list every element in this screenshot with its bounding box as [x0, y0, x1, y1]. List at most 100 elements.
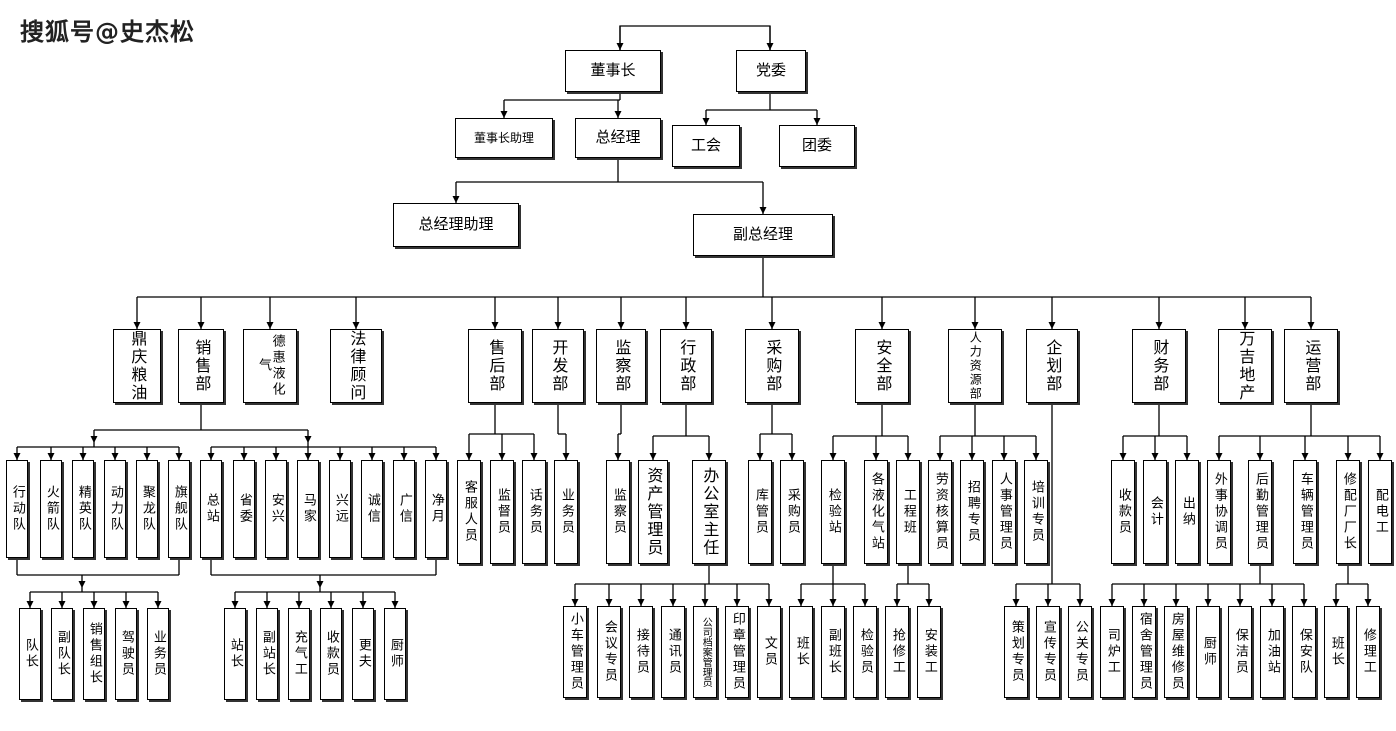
org-node-label: 董事长助理	[473, 130, 534, 145]
org-node-label: 行政部	[677, 339, 697, 393]
org-node-label: 监察部	[612, 339, 632, 393]
arrowhead	[1268, 599, 1276, 606]
org-node-o-xiaoche: 小车管理员	[563, 606, 587, 698]
org-node-label: 行动队	[9, 485, 25, 533]
arrowhead	[765, 599, 773, 606]
org-node-label: 劳资核算员	[932, 472, 948, 552]
org-node-g-anzhuang: 安装工	[917, 606, 941, 698]
org-node-hr-renshi: 人事管理员	[992, 460, 1016, 564]
org-node-label: 各液化气站	[868, 472, 884, 552]
org-node-dehui: 德惠液化气	[243, 329, 297, 403]
arrowhead	[1301, 453, 1309, 460]
org-node-p-xuanchuan: 宣传专员	[1036, 606, 1060, 698]
arrowhead	[1151, 453, 1159, 460]
org-node-s-xingyuan: 兴远	[329, 460, 351, 558]
arrowhead	[705, 453, 713, 460]
arrowhead	[872, 453, 880, 460]
org-node-s-anxing: 安兴	[265, 460, 287, 558]
org-node-t-fuduizhang: 副队长	[51, 608, 73, 700]
arrowhead	[1215, 453, 1223, 460]
arrowhead	[649, 453, 657, 460]
org-node-label: 诚信	[364, 493, 380, 525]
org-node-label: 充气工	[291, 630, 307, 678]
org-node-label: 旗舰队	[171, 485, 187, 533]
org-node-o-yinzhang: 印章管理员	[725, 606, 749, 698]
org-node-party: 党委	[736, 50, 806, 92]
arrowhead	[605, 599, 613, 606]
org-node-label: 配电工	[1372, 488, 1388, 536]
arrowhead	[316, 581, 324, 588]
org-node-label: 总经理助理	[418, 215, 494, 234]
org-node-supervision: 监察部	[596, 329, 646, 403]
org-node-hr-peixun: 培训专员	[1024, 460, 1048, 564]
org-node-j-banzhang: 班长	[789, 606, 813, 698]
arrowhead	[58, 601, 66, 608]
arrowhead	[759, 207, 767, 214]
arrowhead	[756, 453, 764, 460]
org-node-st-zhanzhang: 站长	[224, 608, 246, 700]
org-node-label: 检验站	[825, 488, 841, 536]
org-node-label: 接待员	[633, 628, 649, 676]
arrowhead	[733, 599, 741, 606]
org-node-label: 人事管理员	[996, 472, 1012, 552]
arrowhead	[1044, 599, 1052, 606]
org-node-ops-xiupei: 修配厂厂长	[1336, 460, 1360, 564]
org-node-chairman: 董事长	[565, 50, 661, 92]
arrowhead	[143, 453, 151, 460]
org-node-label: 副总经理	[732, 225, 793, 244]
org-node-label: 通讯员	[665, 628, 681, 676]
org-node-label: 精英队	[75, 485, 91, 533]
org-node-x-banzhang: 班长	[1324, 606, 1348, 698]
arrowhead	[90, 601, 98, 608]
org-node-o-jiedai: 接待员	[629, 606, 653, 698]
arrowhead	[175, 453, 183, 460]
org-node-s-huojian: 火箭队	[40, 460, 62, 558]
arrowhead	[878, 322, 886, 329]
org-node-label: 策划专员	[1008, 620, 1024, 684]
org-node-label: 采购部	[763, 339, 783, 393]
org-node-label: 保安队	[1296, 628, 1312, 676]
arrowhead	[701, 599, 709, 606]
org-node-safety: 安全部	[855, 329, 909, 403]
arrowhead	[352, 322, 360, 329]
org-node-o-wenyuan: 文员	[757, 606, 781, 698]
arrowhead	[304, 436, 312, 443]
org-node-s-jingyue: 净月	[425, 460, 447, 558]
org-node-adm-office: 办公室主任	[692, 460, 726, 564]
org-node-label: 招聘专员	[964, 480, 980, 544]
org-node-h-chushi: 厨师	[1196, 606, 1220, 698]
org-node-sales: 销售部	[178, 329, 224, 403]
org-node-label: 资产管理员	[644, 467, 664, 557]
arrowhead	[111, 453, 119, 460]
org-node-label: 检验员	[857, 628, 873, 676]
org-node-label: 公关专员	[1072, 620, 1088, 684]
arrowhead	[197, 322, 205, 329]
org-node-h-fangwu: 房屋维修员	[1164, 606, 1188, 698]
arrowhead	[637, 599, 645, 606]
org-node-s-zongzhan: 总站	[200, 460, 222, 558]
org-node-label: 净月	[428, 493, 444, 525]
org-node-hr-laozi: 劳资核算员	[928, 460, 952, 564]
org-node-h-silu: 司炉工	[1100, 606, 1124, 698]
arrowhead	[813, 118, 821, 125]
org-node-ops-cheliang: 车辆管理员	[1293, 460, 1317, 564]
watermark: 搜狐号@史杰松	[20, 18, 195, 46]
org-node-hr-zhaopin: 招聘专员	[960, 460, 984, 564]
org-node-label: 人力资源部	[968, 331, 983, 401]
org-node-label: 会计	[1147, 496, 1163, 528]
arrowhead	[491, 322, 499, 329]
org-node-label: 采购员	[784, 488, 800, 536]
org-node-label: 工会	[690, 136, 721, 155]
org-node-label: 队长	[22, 638, 38, 670]
org-node-label: 副班长	[825, 628, 841, 676]
arrowhead	[925, 599, 933, 606]
arrowhead	[207, 453, 215, 460]
org-node-label: 售后部	[486, 339, 506, 393]
org-node-adm-zichan: 资产管理员	[638, 460, 668, 564]
arrowhead	[304, 453, 312, 460]
org-node-planning: 企划部	[1026, 329, 1078, 403]
org-node-label: 党委	[755, 61, 786, 80]
org-node-label: 监察员	[610, 488, 626, 536]
org-node-label: 董事长	[590, 61, 636, 80]
org-node-dev: 开发部	[532, 329, 584, 403]
